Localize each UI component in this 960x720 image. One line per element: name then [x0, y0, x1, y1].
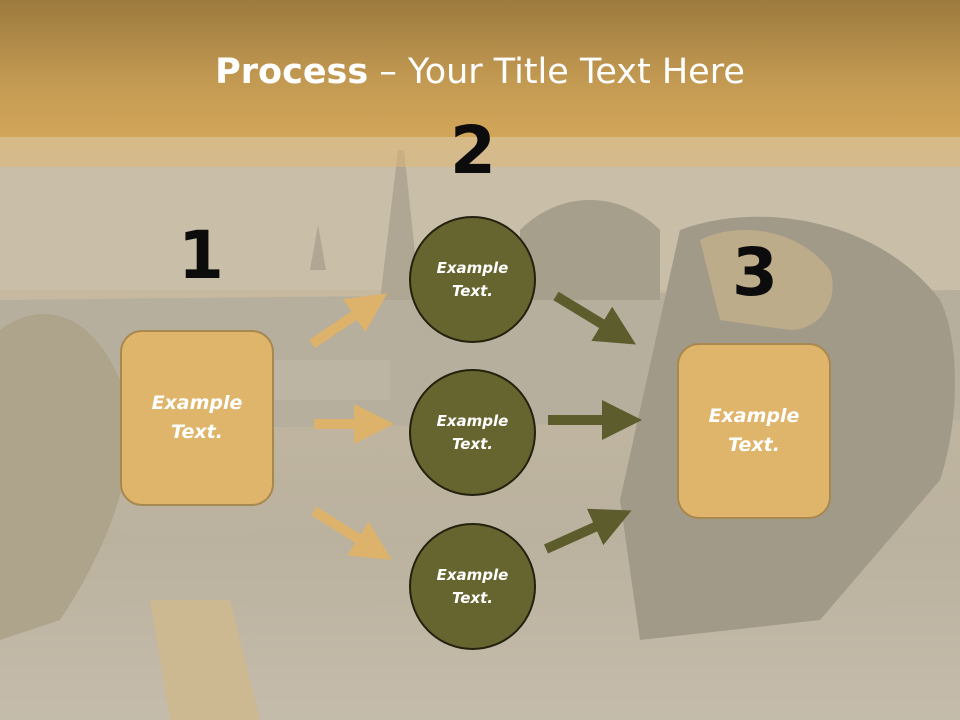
circle-2-text: Example Text. [436, 411, 509, 453]
title-band-shadow [0, 137, 960, 167]
arrow-1-to-circle-3 [311, 506, 392, 560]
step-1-text: Example Text. [151, 392, 243, 443]
arrow-circle-3-to-3 [543, 508, 632, 554]
step-3-box: Example Text. [677, 343, 831, 519]
step-number-1: 1 [178, 217, 224, 294]
circle-3-text: Example Text. [436, 565, 509, 607]
step-number-2: 2 [450, 112, 496, 189]
arrow-circle-1-to-3 [553, 291, 636, 345]
title-band [0, 0, 960, 137]
slide-title: Process – Your Title Text Here [0, 52, 960, 92]
title-bold: Process [215, 52, 369, 92]
circle-1-text: Example Text. [436, 258, 509, 300]
title-rest: – Your Title Text Here [368, 52, 745, 92]
step-3-text: Example Text. [708, 405, 800, 456]
arrow-1-to-circle-1 [309, 293, 388, 349]
circle-1: Example Text. [409, 216, 536, 343]
circle-2: Example Text. [409, 369, 536, 496]
circle-3: Example Text. [409, 523, 536, 650]
step-number-3: 3 [732, 234, 778, 311]
step-1-box: Example Text. [120, 330, 274, 506]
